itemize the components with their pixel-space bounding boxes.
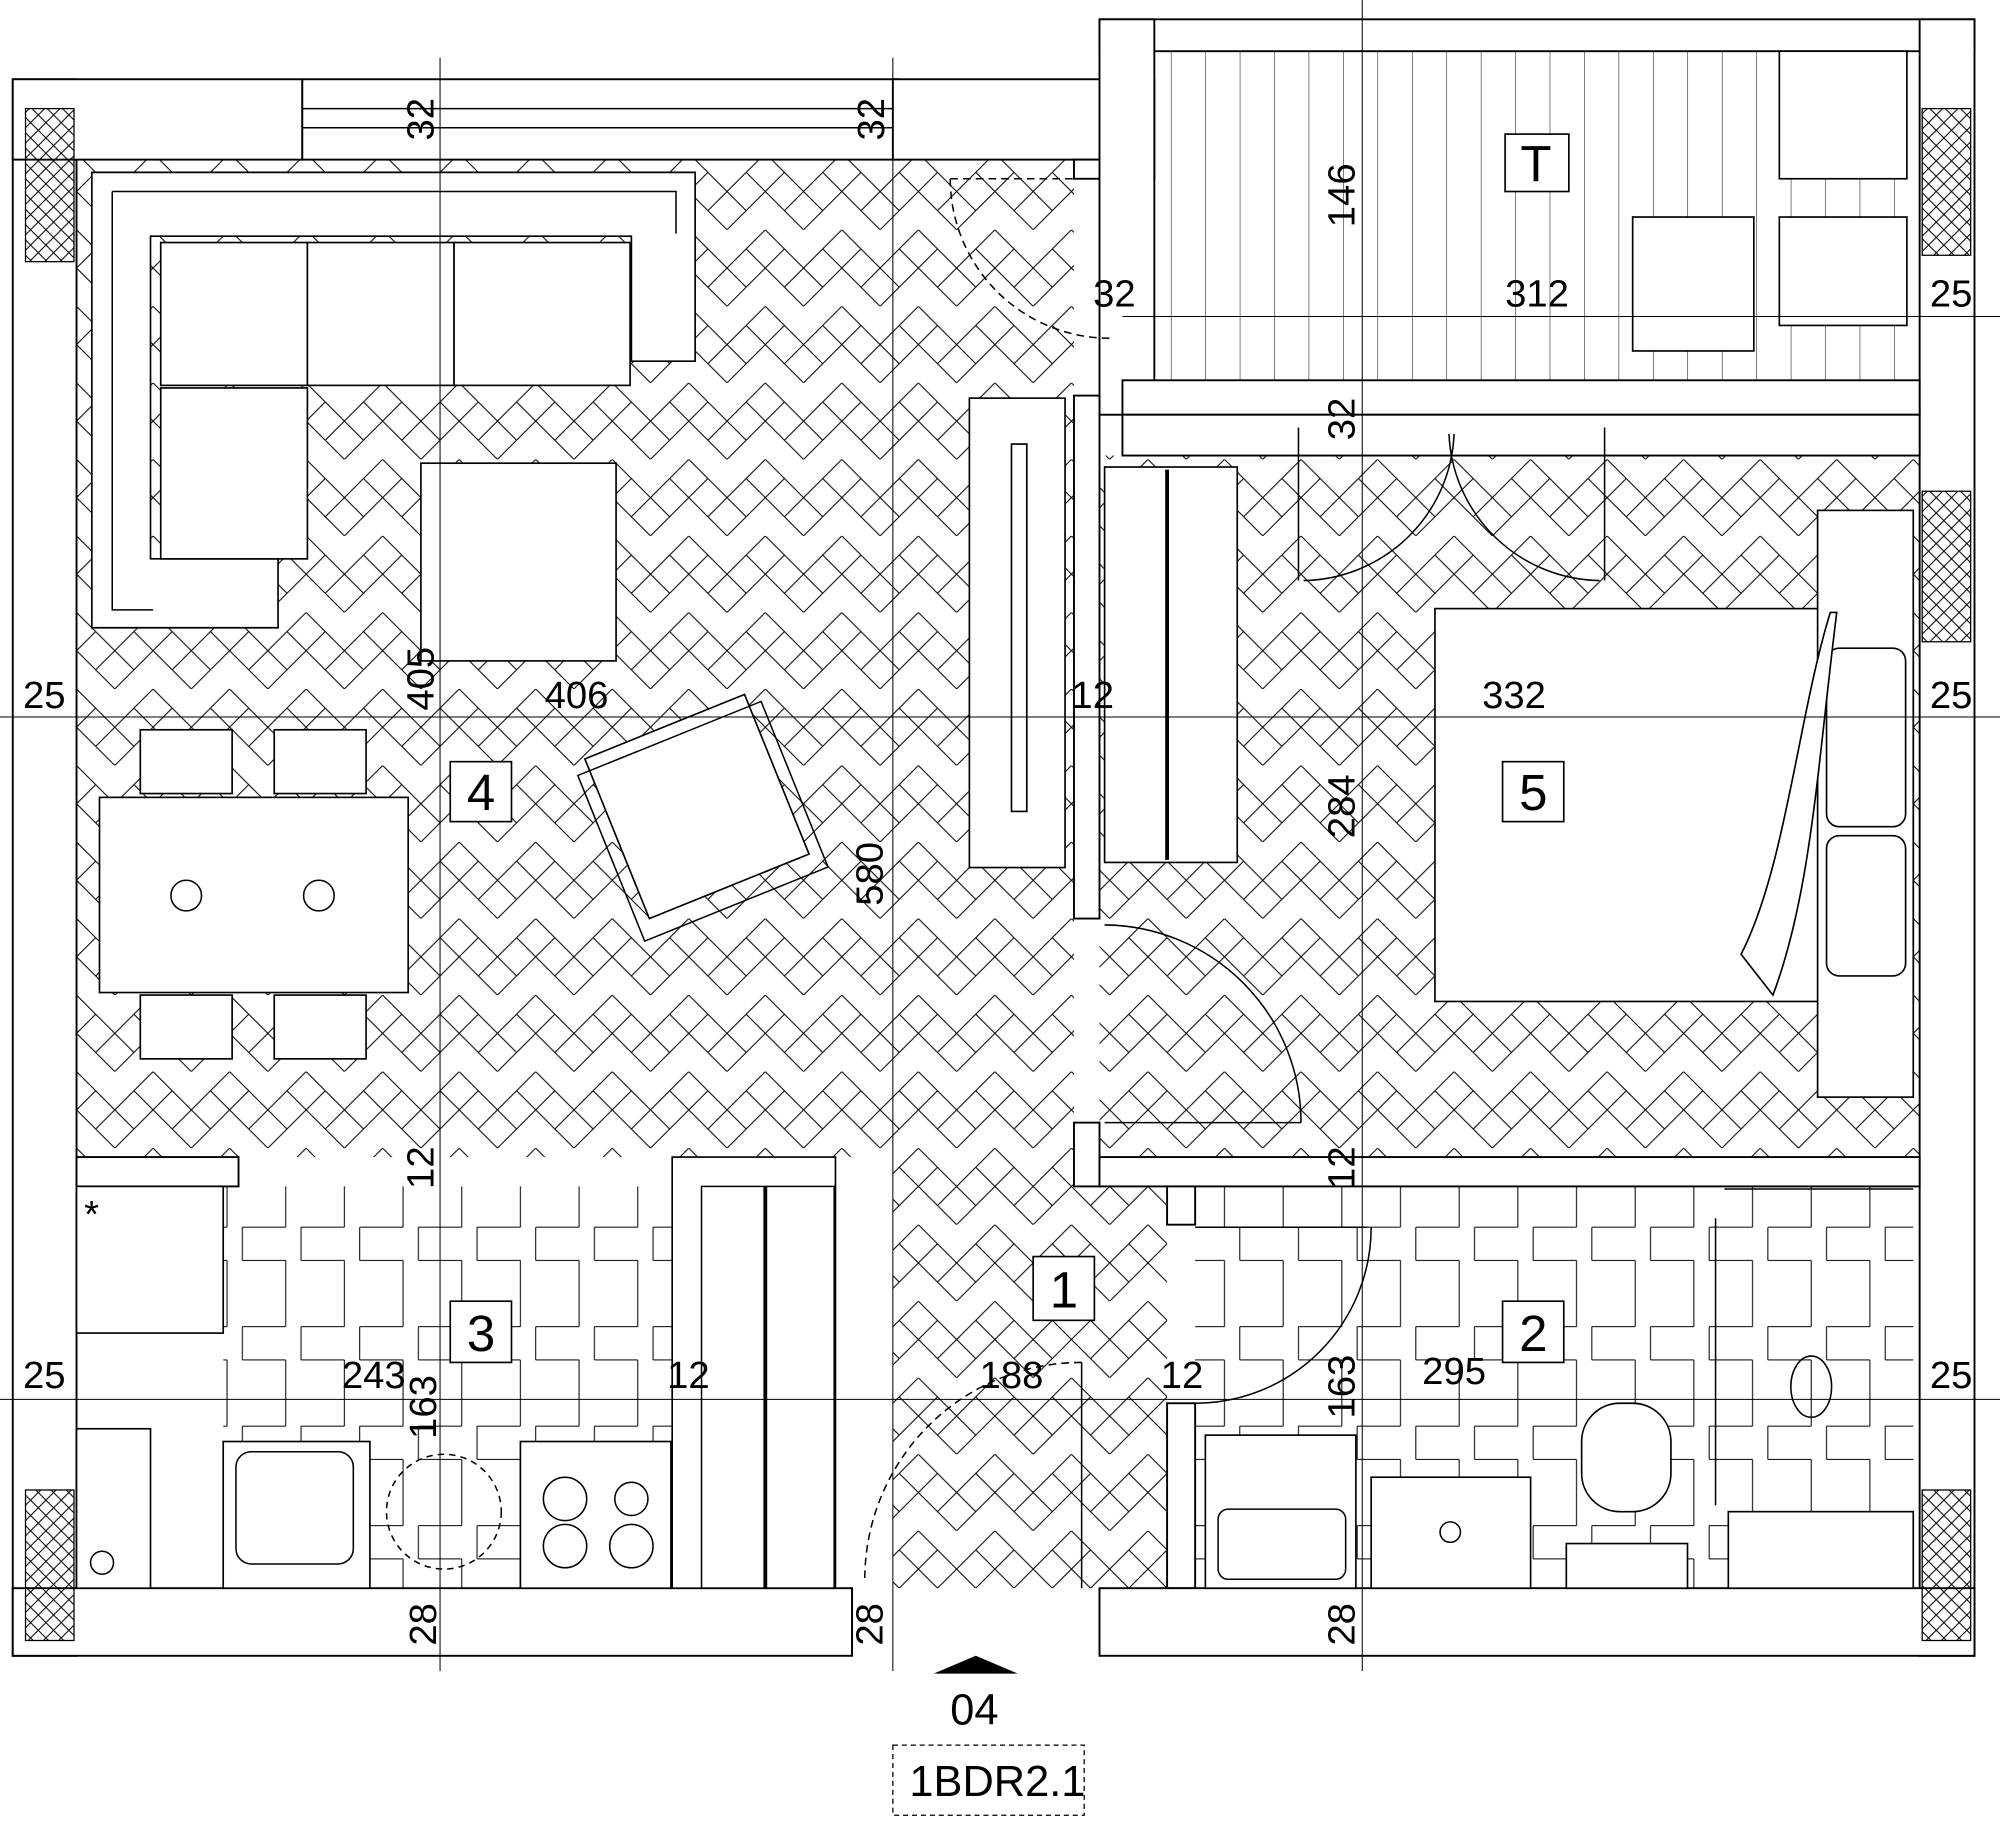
- kitchen-wardrobe: [671, 1156, 837, 1590]
- terrace-chair: [1631, 216, 1755, 352]
- dimensions: 32 32 146 32 312 25 32 25 405 406 12 332…: [23, 98, 1972, 1646]
- washing-machine: [1204, 1434, 1357, 1590]
- kitchen-counter: [75, 1185, 225, 1334]
- section-marker: 04: [933, 1655, 1018, 1735]
- room-label-terrace: T: [1520, 135, 1551, 192]
- plan-id: 1BDR2.1: [909, 1758, 1085, 1806]
- svg-text:*: *: [84, 1193, 99, 1236]
- section-number: 04: [950, 1687, 998, 1735]
- terrace-chair: [1778, 50, 1908, 180]
- dimension-label: 25: [23, 1354, 66, 1397]
- bathroom-sink: [1370, 1476, 1532, 1590]
- dimension-label: 405: [400, 647, 443, 711]
- walls: [11, 18, 1976, 1657]
- dimension-label: 312: [1505, 272, 1569, 315]
- column: [1921, 490, 1972, 643]
- corner-sofa: [91, 171, 696, 629]
- column: [1921, 1489, 1972, 1642]
- dimension-label: 284: [1321, 774, 1364, 838]
- dimension-label: 32: [400, 98, 443, 141]
- room-label-2: 2: [1519, 1305, 1547, 1362]
- plan-id-box: 1BDR2.1: [892, 1744, 1085, 1816]
- dimension-label: 146: [1321, 163, 1364, 227]
- room-label-5: 5: [1519, 764, 1547, 821]
- doors[interactable]: [864, 177, 1606, 1580]
- dimension-label: 12: [1321, 1146, 1364, 1189]
- stove: [519, 1440, 672, 1590]
- wardrobe: [1103, 466, 1239, 864]
- sink: [222, 1440, 371, 1590]
- dimension-label: 25: [1930, 1354, 1973, 1397]
- dimension-label: 32: [1093, 272, 1136, 315]
- dimension-label: 25: [1930, 272, 1973, 315]
- terrace-door[interactable]: [949, 177, 1110, 339]
- dimension-label: 580: [849, 842, 892, 906]
- pillow: [1825, 834, 1907, 977]
- arrow-up-icon: [933, 1655, 1018, 1674]
- dimension-label: 295: [1422, 1350, 1486, 1393]
- dimension-label: 12: [400, 1146, 443, 1189]
- bedroom-door[interactable]: [1104, 924, 1302, 1124]
- toilet: [1580, 1402, 1672, 1513]
- dimension-label: 12: [1161, 1354, 1204, 1397]
- room-label-3: 3: [467, 1305, 495, 1362]
- coffee-table: [420, 462, 617, 662]
- pillow: [1825, 647, 1907, 828]
- dimension-label: 406: [545, 674, 609, 717]
- bathroom-door[interactable]: [1195, 1226, 1372, 1405]
- dimension-label: 163: [402, 1375, 445, 1439]
- dimension-label: 163: [1321, 1355, 1364, 1419]
- dimension-label: 28: [849, 1603, 892, 1646]
- column: [24, 1489, 75, 1642]
- dimension-label: 32: [850, 98, 893, 141]
- column: [24, 107, 75, 263]
- dimension-label: 28: [402, 1603, 445, 1646]
- dimension-label: 28: [1321, 1603, 1364, 1646]
- hallway-floor: [892, 1157, 1168, 1589]
- dining-table: [98, 796, 409, 994]
- dimension-label: 12: [1071, 674, 1114, 717]
- furniture: *: [75, 50, 1915, 1590]
- entrance-door[interactable]: [864, 1361, 1082, 1580]
- room-label-4: 4: [467, 764, 495, 821]
- dimension-label: 188: [980, 1354, 1044, 1397]
- dimension-label: 332: [1482, 674, 1546, 717]
- dimension-lines: [0, 0, 2000, 1672]
- dimension-label: 25: [23, 674, 66, 717]
- balcony-door[interactable]: [1297, 427, 1606, 582]
- dimension-label: 243: [342, 1354, 406, 1397]
- room-labels: T 4 5 1 3 2: [449, 133, 1570, 1364]
- terrace-chair: [1778, 216, 1908, 327]
- column: [1921, 107, 1972, 256]
- dimension-label: 25: [1930, 674, 1973, 717]
- room-label-1: 1: [1050, 1262, 1078, 1319]
- dimension-label: 12: [667, 1354, 710, 1397]
- shower: [1727, 1510, 1915, 1590]
- dimension-label: 32: [1321, 398, 1364, 441]
